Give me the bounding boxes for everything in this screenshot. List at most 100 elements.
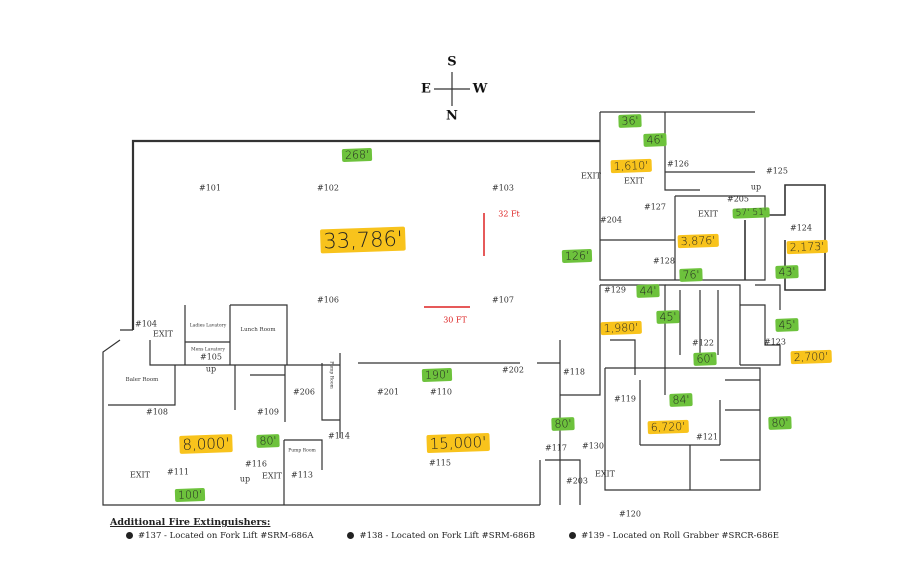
stairs-up-label: up — [205, 364, 217, 374]
room-123-walls — [740, 284, 781, 366]
room-119-121-walls — [604, 367, 761, 491]
room-109-walls — [234, 365, 286, 422]
area-highlight: 1,610' — [610, 158, 652, 174]
north-wall — [131, 139, 600, 330]
compass-west-label: W — [472, 81, 488, 97]
room-122-walls — [665, 284, 741, 365]
length-highlight: 45' — [775, 318, 799, 332]
pump-room-label: Pump Room — [288, 448, 316, 454]
room-label: #120 — [619, 509, 641, 519]
area-highlight: 8,000' — [179, 434, 233, 454]
exit-label: EXIT — [129, 470, 151, 480]
room-label: #103 — [492, 183, 514, 193]
legend-item-text: #139 - Located on Roll Grabber #SRCR-686… — [581, 531, 779, 541]
compass-south-label: S — [447, 54, 457, 70]
exit-label: EXIT — [697, 209, 719, 219]
room-label: #108 — [146, 407, 168, 417]
room-label: #104 — [135, 319, 157, 329]
fire-extinguisher-legend: Additional Fire Extinguishers: #137 - Lo… — [110, 517, 779, 541]
room-label: #128 — [653, 256, 675, 266]
legend-title: Additional Fire Extinguishers: — [110, 517, 271, 528]
area-highlight: 33,786' — [319, 226, 407, 254]
room-label: #115 — [429, 458, 451, 468]
pump-room-walls — [283, 439, 323, 505]
area-highlight: 2,173' — [786, 239, 828, 255]
west-south-wall — [102, 329, 540, 506]
room-127-128-walls — [599, 195, 766, 281]
area-highlight: 2,700' — [790, 349, 832, 365]
dimension-30ft-label: 30 FT — [443, 315, 467, 325]
room-label: #122 — [692, 338, 714, 348]
legend-item-text: #138 - Located on Fork Lift #SRM-686B — [359, 531, 536, 541]
length-highlight: 36' — [618, 114, 642, 128]
length-highlight: 268' — [341, 147, 373, 163]
length-highlight: 46' — [643, 133, 667, 147]
room-label: #127 — [644, 202, 666, 212]
baler-room-label: Baler Room — [125, 377, 159, 383]
room-label: #107 — [492, 295, 514, 305]
exit-label: EXIT — [623, 176, 645, 186]
length-highlight: 126' — [561, 248, 593, 264]
room-label: #119 — [614, 394, 636, 404]
room-label: #111 — [167, 467, 189, 477]
room-label: #203 — [566, 476, 588, 486]
lunch-room-label: Lunch Room — [240, 327, 276, 333]
length-highlight: 57' 51' — [732, 207, 770, 219]
length-highlight: 80' — [768, 416, 792, 430]
length-highlight: 80' — [551, 417, 575, 431]
length-highlight: 45' — [656, 310, 680, 324]
extinguisher-dot-icon — [126, 532, 133, 539]
length-highlight: 44' — [636, 284, 660, 298]
mens-lavatory-label: Mens Lavatory — [190, 347, 226, 353]
exit-label: EXIT — [594, 469, 616, 479]
area-highlight: 1,980' — [600, 320, 642, 336]
room-126-walls — [599, 111, 755, 200]
ladies-lavatory-label: Ladies Lavatory — [189, 323, 227, 329]
room-label: #123 — [764, 337, 786, 347]
length-highlight: 60' — [693, 352, 717, 366]
length-highlight: 100' — [174, 487, 206, 503]
room-label: #205 — [727, 194, 749, 204]
length-highlight: 190' — [421, 367, 453, 383]
room-label: #105 — [200, 352, 222, 362]
exit-label: EXIT — [580, 171, 602, 181]
length-highlight: 43' — [775, 265, 799, 279]
room-label: #117 — [545, 443, 567, 453]
room-label: #106 — [317, 295, 339, 305]
room-label: #121 — [696, 432, 718, 442]
length-highlight: 76' — [679, 268, 703, 282]
room-label: #204 — [600, 215, 622, 225]
exit-label: EXIT — [152, 329, 174, 339]
room-label: #129 — [604, 285, 626, 295]
room-label: #114 — [328, 431, 350, 441]
dimension-32ft-label: 32 Ft — [498, 209, 520, 219]
room-label: #110 — [430, 387, 452, 397]
legend-item: #139 - Located on Roll Grabber #SRCR-686… — [569, 531, 779, 541]
legend-item-text: #137 - Located on Fork Lift #SRM-686A — [138, 531, 314, 541]
area-highlight: 3,876' — [677, 233, 719, 249]
room-label: #125 — [766, 166, 788, 176]
room-label: #101 — [199, 183, 221, 193]
compass-north-label: N — [446, 108, 458, 124]
stairs-up-label: up — [750, 182, 762, 192]
compass-east-label: E — [421, 81, 431, 97]
exit-label: EXIT — [261, 471, 283, 481]
area-highlight: 15,000' — [426, 432, 490, 454]
room-label: #124 — [790, 223, 812, 233]
room-label: #113 — [291, 470, 313, 480]
stairs-up-label: up — [239, 474, 251, 484]
length-highlight: 80' — [256, 434, 280, 448]
room-label: #109 — [257, 407, 279, 417]
room-129-walls — [560, 284, 666, 396]
extinguisher-dot-icon — [347, 532, 355, 539]
legend-item: #137 - Located on Fork Lift #SRM-686A — [126, 531, 313, 541]
room-label: #118 — [563, 367, 585, 377]
room-label: #206 — [293, 387, 315, 397]
area-highlight: 6,720' — [647, 419, 689, 435]
room-label: #116 — [245, 459, 267, 469]
length-highlight: 84' — [669, 393, 693, 407]
room-label: #102 — [317, 183, 339, 193]
room-label: #202 — [502, 365, 524, 375]
baler-room-wall — [108, 365, 176, 406]
